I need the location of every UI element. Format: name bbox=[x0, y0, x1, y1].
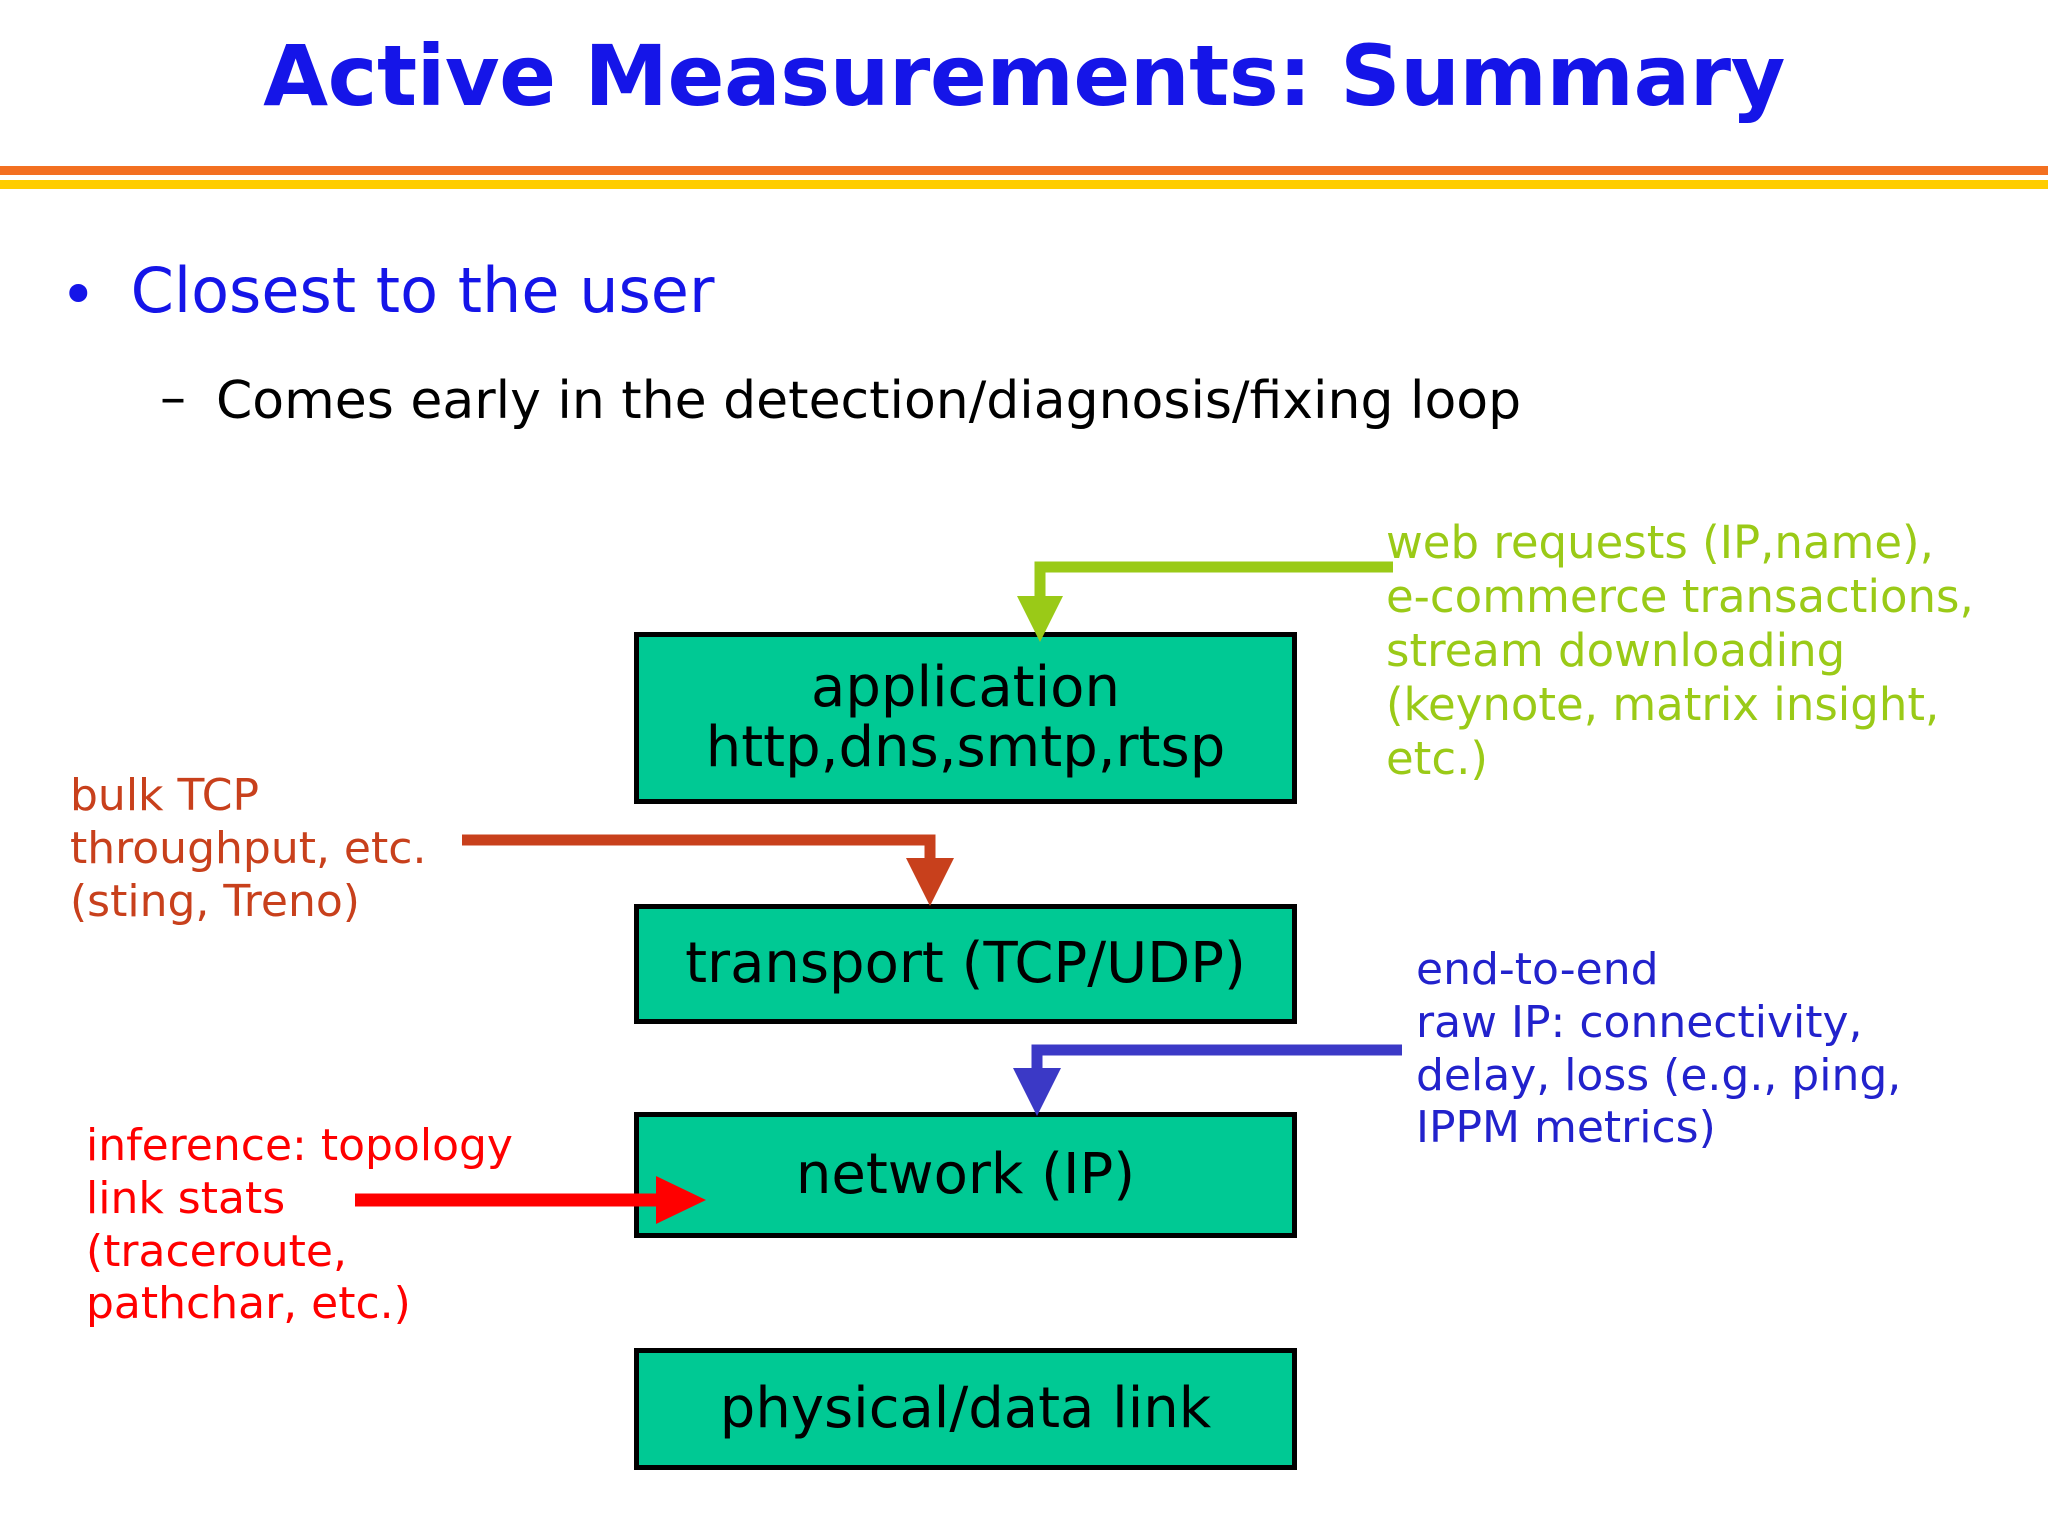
annotation-end-to-end-line2: raw IP: connectivity, bbox=[1416, 996, 1863, 1048]
arrow-bulk-tcp-to-transport bbox=[462, 834, 954, 906]
layer-box-network: network (IP) bbox=[634, 1112, 1297, 1238]
annotation-bulk-tcp: bulk TCP throughput, etc. (sting, Treno) bbox=[70, 770, 500, 928]
bullet-level1-text: Closest to the user bbox=[130, 254, 715, 327]
arrow-web-requests-to-application bbox=[1017, 561, 1393, 642]
layer-label-transport: transport (TCP/UDP) bbox=[685, 931, 1246, 997]
bullet-marker-dot: • bbox=[60, 258, 97, 331]
annotation-bulk-tcp-line1: bulk TCP bbox=[70, 770, 260, 821]
annotation-inference-line1: inference: topology bbox=[86, 1120, 513, 1171]
bullet-level1: • Closest to the user bbox=[60, 258, 1260, 326]
arrow-end-to-end-to-network bbox=[1013, 1044, 1402, 1116]
annotation-end-to-end: end-to-end raw IP: connectivity, delay, … bbox=[1416, 944, 2036, 1155]
annotation-web-requests-line1: web requests (IP,name), bbox=[1386, 516, 1934, 569]
annotation-web-requests: web requests (IP,name), e-commerce trans… bbox=[1386, 516, 2036, 786]
annotation-end-to-end-line1: end-to-end bbox=[1416, 944, 1659, 995]
divider-orange bbox=[0, 166, 2048, 175]
layer-label-application-line2: http,dns,smtp,rtsp bbox=[705, 715, 1226, 780]
annotation-end-to-end-line3: delay, loss (e.g., ping, bbox=[1416, 1049, 1902, 1101]
annotation-inference-line4: pathchar, etc.) bbox=[86, 1278, 411, 1330]
annotation-bulk-tcp-line2: throughput, etc. bbox=[70, 822, 427, 874]
layer-box-application: application http,dns,smtp,rtsp bbox=[634, 632, 1297, 804]
annotation-web-requests-line2: e-commerce transactions, bbox=[1386, 570, 1974, 623]
divider-yellow bbox=[0, 180, 2048, 189]
layer-label-network: network (IP) bbox=[795, 1142, 1136, 1208]
bullet-marker-dash: – bbox=[160, 368, 186, 428]
annotation-web-requests-line5: etc.) bbox=[1386, 732, 1488, 785]
layer-label-physical: physical/data link bbox=[719, 1376, 1212, 1442]
layer-label-application-line1: application bbox=[811, 655, 1120, 721]
annotation-inference: inference: topology link stats (tracerou… bbox=[86, 1120, 556, 1331]
annotation-inference-line3: (traceroute, bbox=[86, 1225, 347, 1277]
page-title: Active Measurements: Summary bbox=[263, 27, 1785, 125]
annotation-web-requests-line4: (keynote, matrix insight, bbox=[1386, 678, 1940, 731]
bullet-level2: – Comes early in the detection/diagnosis… bbox=[160, 372, 1580, 431]
annotation-end-to-end-line4: IPPM metrics) bbox=[1416, 1102, 1716, 1154]
layer-box-physical: physical/data link bbox=[634, 1348, 1297, 1470]
annotation-inference-line2: link stats bbox=[86, 1172, 286, 1224]
annotation-web-requests-line3: stream downloading bbox=[1386, 624, 1846, 677]
annotation-bulk-tcp-line3: (sting, Treno) bbox=[70, 875, 360, 927]
bullet-level2-text: Comes early in the detection/diagnosis/f… bbox=[216, 371, 1522, 431]
layer-box-transport: transport (TCP/UDP) bbox=[634, 904, 1297, 1024]
